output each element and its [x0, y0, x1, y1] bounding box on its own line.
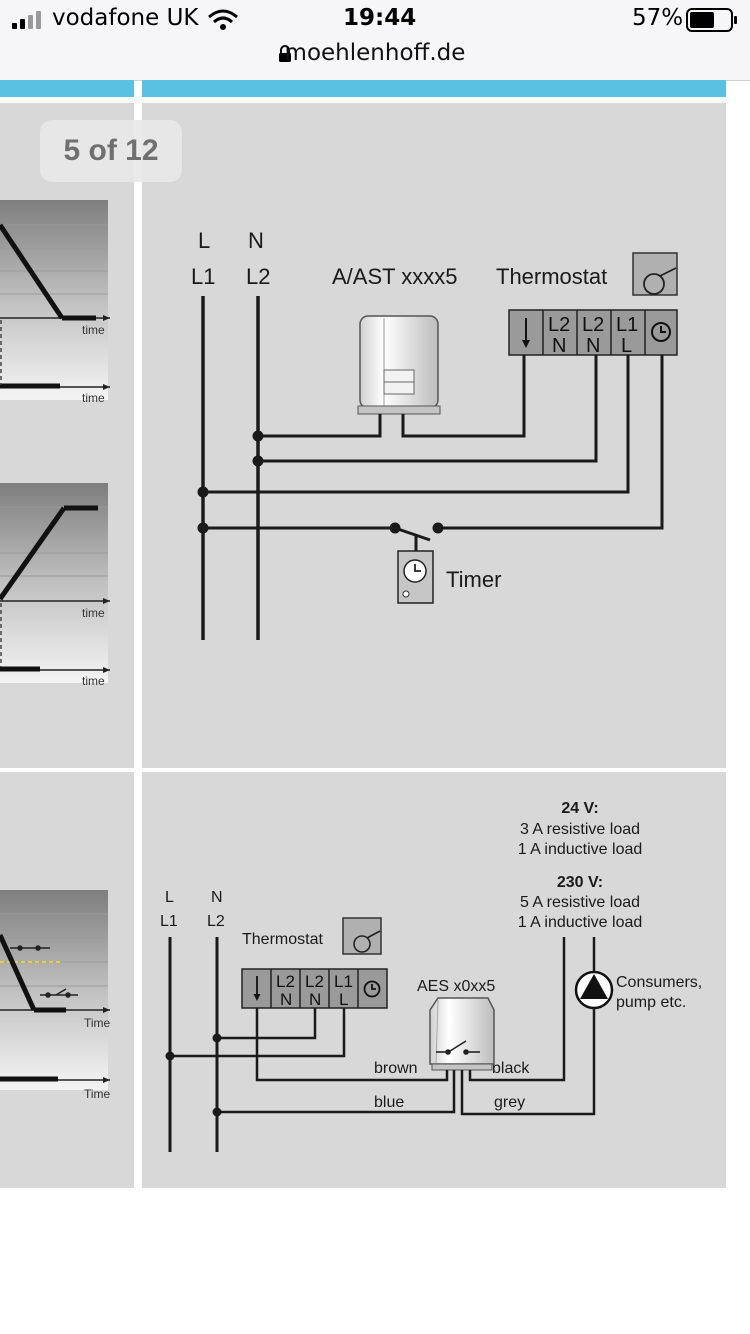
- battery-percent: 57%: [632, 5, 684, 31]
- bottom-terminal-l1: L1: [334, 972, 353, 991]
- bottom-terminal-n-b: N: [309, 990, 321, 1009]
- top-terminal-block: L2 N L2 N L1 L: [508, 309, 678, 357]
- wire-blue-label: blue: [374, 1094, 404, 1111]
- top-timer-device: [397, 550, 434, 604]
- top-label-l: L: [198, 228, 210, 253]
- terminal-n-b: N: [586, 335, 600, 357]
- image-counter: 5 of 12: [40, 120, 182, 182]
- wifi-icon: [208, 9, 238, 30]
- bottom-terminal-n-a: N: [280, 990, 292, 1009]
- url-bar[interactable]: moehlenhoff.de: [284, 40, 466, 66]
- diagram-image: time time time time: [0, 80, 750, 1190]
- bottom-terminal-l2-b: L2: [305, 972, 324, 991]
- accent-bar-right: [142, 80, 726, 97]
- terminal-l1: L1: [616, 314, 638, 336]
- bottom-terminal-block: L2 N L2 N L1 L: [241, 968, 388, 1009]
- graph-3-time-label-a: Time: [84, 1016, 111, 1030]
- graph-2-time-label-a: time: [82, 606, 105, 620]
- terminal-n-a: N: [552, 335, 566, 357]
- battery-icon: [686, 8, 737, 32]
- lock-icon: [279, 45, 291, 62]
- graph-3-time-label-b: Time: [84, 1087, 111, 1101]
- bottom-actuator-device: [429, 997, 495, 1071]
- top-thermostat-symbol: [632, 252, 678, 296]
- bottom-actuator-label: AES x0xx5: [417, 978, 495, 995]
- terminal-l: L: [621, 335, 632, 357]
- pump-symbol: [574, 970, 614, 1010]
- top-label-l2: L2: [246, 264, 270, 289]
- graph-1-time-label-a: time: [82, 323, 105, 337]
- wire-black-label: black: [492, 1060, 530, 1077]
- graph-2-time-label-b: time: [82, 674, 105, 688]
- top-label-n: N: [248, 228, 264, 253]
- accent-bar-left: [0, 80, 134, 97]
- graph-1-time-label-b: time: [82, 391, 105, 405]
- consumers-label-2: pump etc.: [616, 994, 686, 1011]
- bottom-label-n: N: [211, 889, 223, 906]
- terminal-l2-a: L2: [548, 314, 570, 336]
- bottom-thermostat-label: Thermostat: [242, 931, 323, 948]
- top-label-l1: L1: [191, 264, 215, 289]
- top-timer-label: Timer: [446, 567, 501, 592]
- spec-24v-title: 24 V:: [561, 800, 598, 817]
- signal-icon: [12, 11, 41, 29]
- bottom-label-l: L: [165, 889, 174, 906]
- wiring-diagram-bottom: L N L1 L2 Thermostat AES x0xx5 Consumers…: [160, 800, 702, 1152]
- graph-2: time time: [0, 483, 110, 688]
- wire-grey-label: grey: [494, 1094, 525, 1111]
- clock: 19:44: [343, 5, 417, 31]
- graph-1: time time: [0, 200, 110, 405]
- bottom-label-l1: L1: [160, 913, 178, 930]
- terminal-l2-b: L2: [582, 314, 604, 336]
- bottom-label-l2: L2: [207, 913, 225, 930]
- bottom-terminal-l2-a: L2: [276, 972, 295, 991]
- spec-230v-line-1: 5 A resistive load: [520, 894, 640, 911]
- wiring-diagram-top: L N L1 L2 A/AST xxxx5 Thermostat Timer: [191, 228, 678, 640]
- carrier-name: vodafone UK: [52, 5, 199, 31]
- graph-3: Time Time: [0, 890, 111, 1101]
- spec-230v-title: 230 V:: [557, 874, 603, 891]
- top-actuator-label: A/AST xxxx5: [332, 264, 458, 289]
- spec-230v-line-2: 1 A inductive load: [518, 914, 643, 931]
- bottom-thermostat-symbol: [342, 917, 382, 955]
- top-actuator-device: [357, 315, 441, 415]
- spec-24v-line-2: 1 A inductive load: [518, 841, 643, 858]
- status-bar: vodafone UK 19:44 57% moehlenhoff.de: [0, 0, 750, 81]
- bottom-terminal-l: L: [339, 990, 348, 1009]
- consumers-label-1: Consumers,: [616, 974, 702, 991]
- spec-24v-line-1: 3 A resistive load: [520, 821, 640, 838]
- top-thermostat-label: Thermostat: [496, 264, 607, 289]
- wire-brown-label: brown: [374, 1060, 418, 1077]
